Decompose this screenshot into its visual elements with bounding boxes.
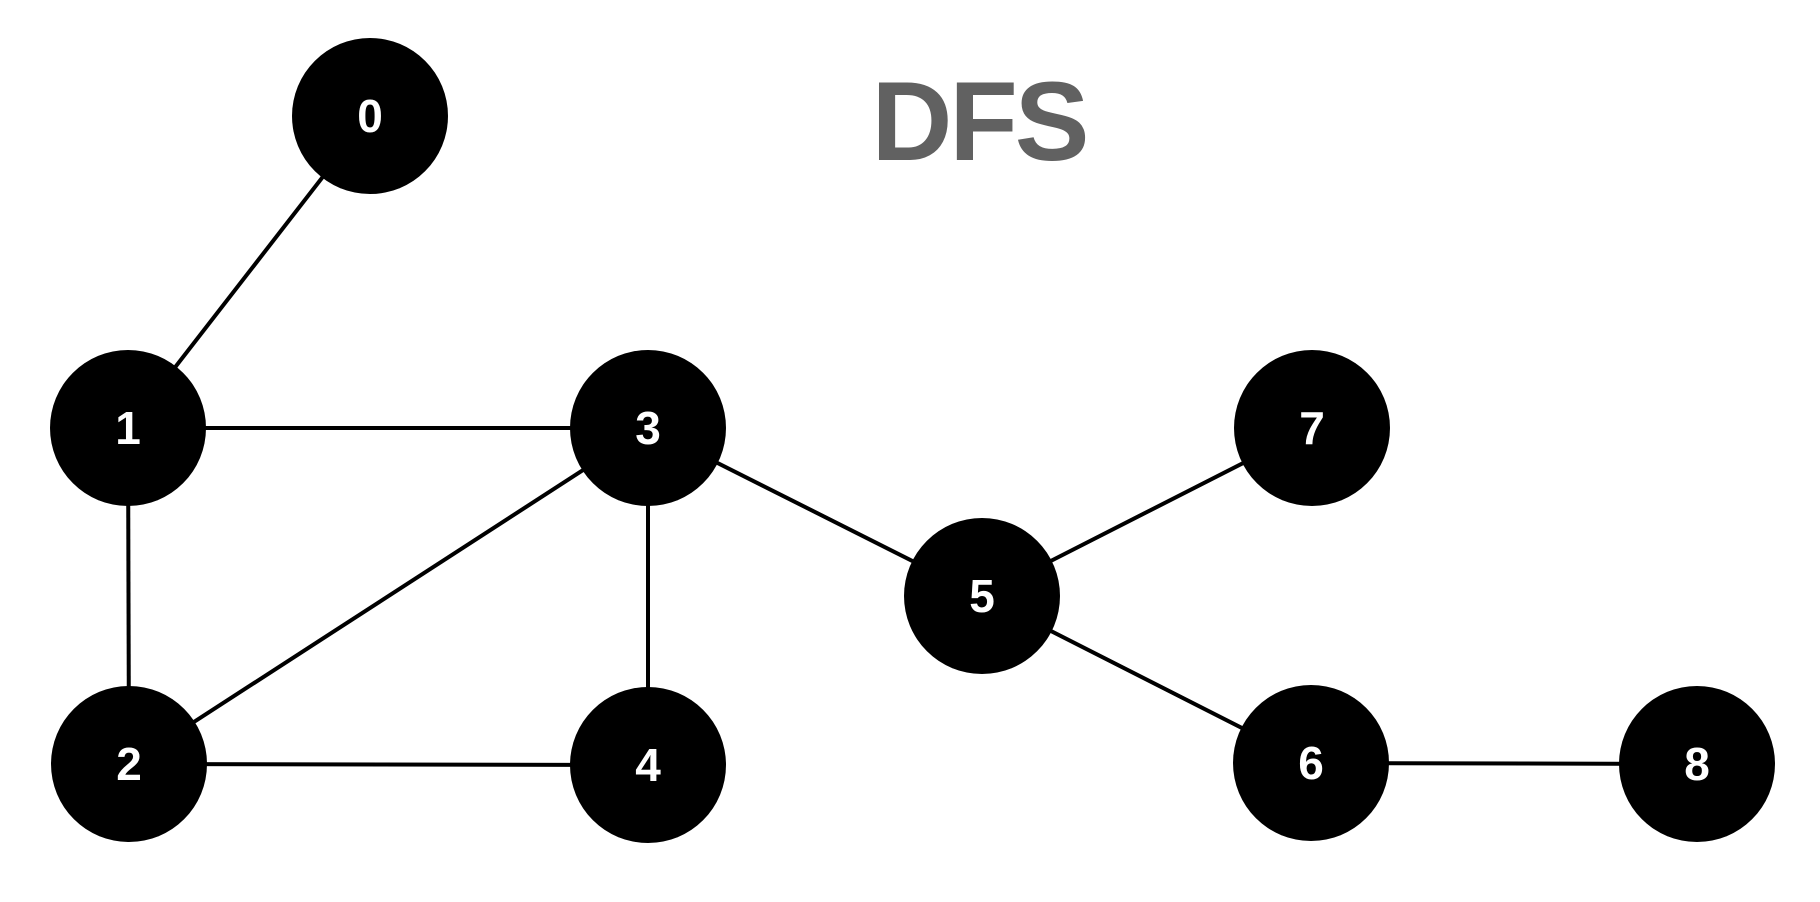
node-6-circle <box>1233 685 1389 841</box>
edge-2-3 <box>127 426 650 766</box>
node-3-circle <box>570 350 726 506</box>
node-5-circle <box>904 518 1060 674</box>
node-3: 3 <box>570 350 726 506</box>
node-0-circle <box>292 38 448 194</box>
node-8: 8 <box>1619 686 1775 842</box>
node-7-label: 7 <box>1299 402 1325 454</box>
node-1-circle <box>50 350 206 506</box>
node-1: 1 <box>50 350 206 506</box>
node-4-circle <box>570 687 726 843</box>
node-6: 6 <box>1233 685 1389 841</box>
node-2: 2 <box>51 686 207 842</box>
node-4: 4 <box>570 687 726 843</box>
node-0: 0 <box>292 38 448 194</box>
edge-2-4 <box>128 762 649 767</box>
node-2-circle <box>51 686 207 842</box>
node-3-label: 3 <box>635 402 661 454</box>
node-1-label: 1 <box>115 402 141 454</box>
node-2-label: 2 <box>116 738 142 790</box>
node-0-label: 0 <box>357 90 383 142</box>
node-6-label: 6 <box>1298 737 1324 789</box>
node-7-circle <box>1234 350 1390 506</box>
node-4-label: 4 <box>635 739 661 791</box>
node-8-circle <box>1619 686 1775 842</box>
node-5: 5 <box>904 518 1060 674</box>
node-5-label: 5 <box>969 570 995 622</box>
diagram-title: DFS <box>872 59 1087 184</box>
node-7: 7 <box>1234 350 1390 506</box>
node-8-label: 8 <box>1684 738 1710 790</box>
